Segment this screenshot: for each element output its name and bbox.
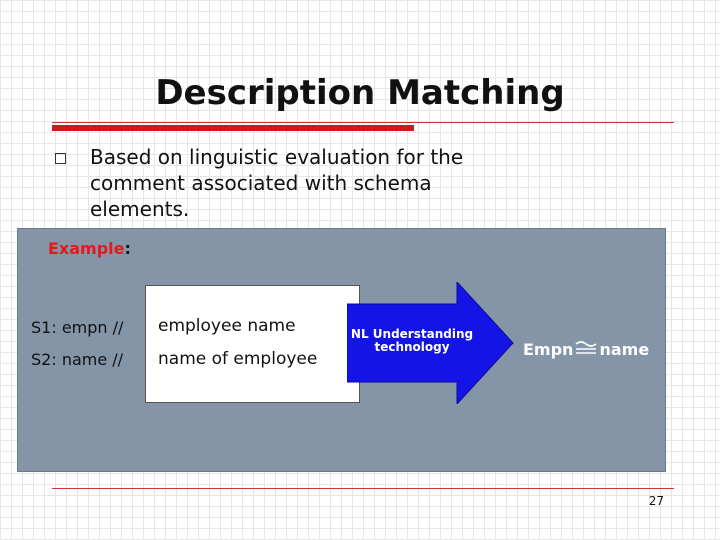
example-label-colon: : (124, 239, 131, 258)
bullet-square-icon (55, 153, 66, 164)
description-box (145, 285, 360, 403)
title-underline-thick (52, 125, 414, 131)
schema-element-s1: S1: empn // (31, 318, 124, 337)
footer-rule (52, 488, 674, 489)
comment-s2: name of employee (158, 349, 318, 369)
example-panel: Example: S1: empn // employee name S2: n… (17, 228, 666, 472)
similar-icon (575, 340, 597, 360)
bullet-text: Based on linguistic evaluation for the c… (90, 145, 464, 221)
result-right-term: name (599, 340, 650, 359)
comment-s1: employee name (158, 316, 296, 336)
example-label: Example: (48, 239, 131, 258)
match-result: Empn name (523, 339, 649, 360)
result-left-term: Empn (523, 340, 574, 359)
schema-element-s2: S2: name // (31, 350, 124, 369)
slide-title: Description Matching (155, 73, 565, 113)
page-number: 27 (648, 494, 664, 508)
nl-arrow-label: NL Understanding technology (350, 327, 474, 354)
title-underline-thin (52, 122, 674, 123)
example-label-text: Example (48, 239, 125, 258)
nl-arrow-icon (346, 280, 515, 406)
